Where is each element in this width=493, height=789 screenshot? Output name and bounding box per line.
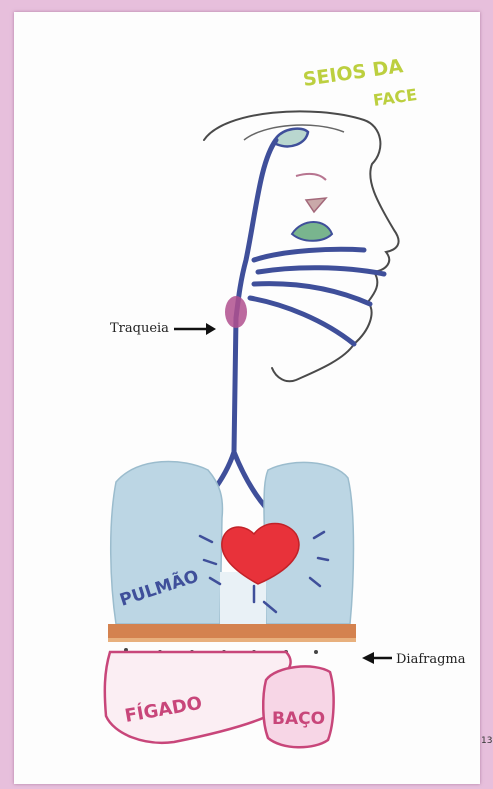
maxillary-sinus <box>292 222 332 241</box>
spleen <box>263 666 333 747</box>
nasal-passage-1 <box>254 249 364 260</box>
sphenoid-sinus <box>306 198 326 212</box>
diaphragm <box>108 624 356 638</box>
paper-sheet: SEIOS DA FACE <box>14 12 480 784</box>
spleen-label: BAÇO <box>272 709 325 729</box>
annotation-arrowhead-right <box>362 652 374 664</box>
title-line-2: FACE <box>372 85 418 110</box>
oral-passage <box>250 298 354 344</box>
page-edge-mark: 13 <box>481 735 493 747</box>
nasal-passage-2 <box>258 268 384 274</box>
title-line-1: SEIOS DA <box>302 55 405 91</box>
larynx <box>225 296 247 328</box>
annotation-diaphragm-label: Diafragma <box>396 652 466 667</box>
anatomy-drawing: SEIOS DA FACE <box>14 12 480 784</box>
frontal-sinus <box>276 129 308 147</box>
upper-airway <box>236 140 276 318</box>
annotation-trachea-label: Traqueia <box>110 321 169 336</box>
trachea <box>234 318 236 452</box>
diaphragm-edge <box>108 638 356 642</box>
annotation-arrowhead-left <box>206 323 216 335</box>
ethmoid-sinus <box>296 174 326 180</box>
